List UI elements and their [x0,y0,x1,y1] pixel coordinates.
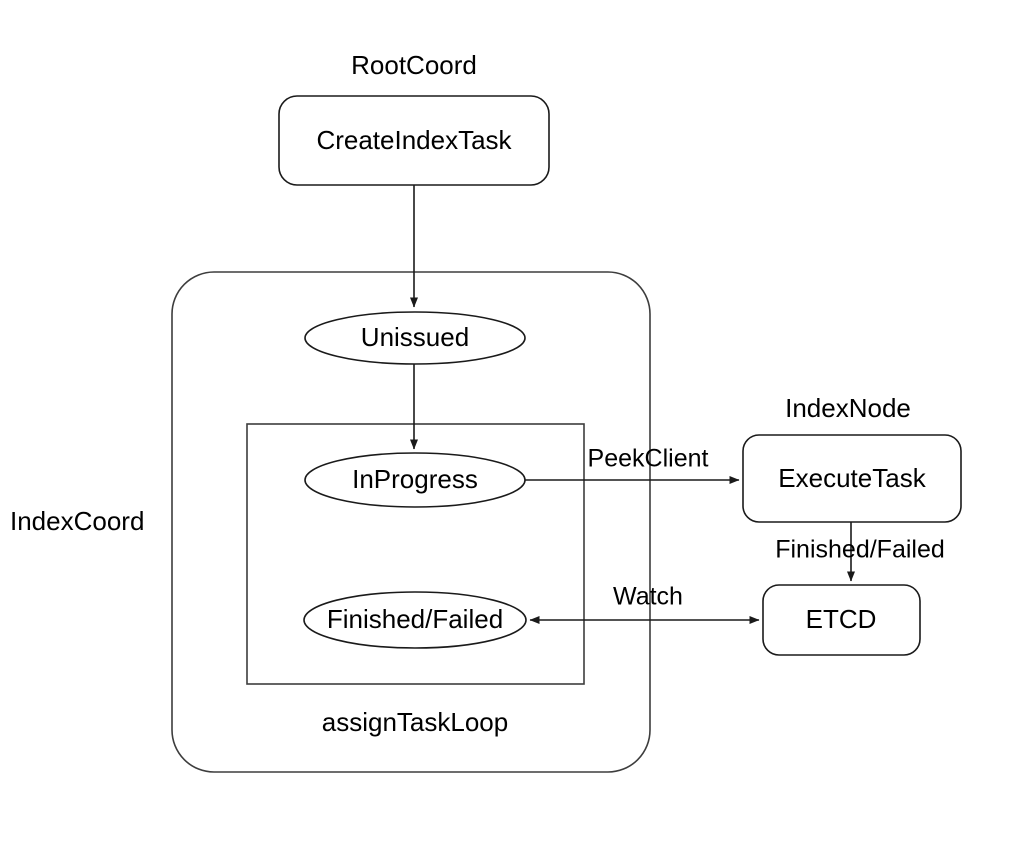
node-label-execute-task: ExecuteTask [778,463,926,493]
group-label-rootcoord: RootCoord [351,50,477,80]
node-shape-execute-task [742,434,962,523]
node-label-finished-failed: Finished/Failed [327,604,503,634]
node-create-index-task[interactable]: CreateIndexTask [278,95,550,186]
node-execute-task[interactable]: ExecuteTask [742,434,962,523]
edge-label-watch: Watch [613,583,683,611]
edge-label-finished-failed: Finished/Failed [775,536,945,564]
node-inprogress[interactable]: InProgress [304,452,526,508]
group-container-assigntaskloop [246,423,585,685]
node-shape-inprogress [304,452,526,508]
group-label-indexnode: IndexNode [785,393,911,423]
node-shape-etcd [762,584,921,656]
node-shape-create-index-task [278,95,550,186]
node-label-etcd: ETCD [806,604,877,634]
node-etcd[interactable]: ETCD [762,584,921,656]
node-label-create-index-task: CreateIndexTask [316,125,512,155]
group-container-indexcoord [171,271,651,773]
node-shape-finished-failed [303,591,527,649]
node-shape-unissued [304,311,526,365]
node-label-unissued: Unissued [361,322,469,352]
node-label-inprogress: InProgress [352,464,478,494]
node-finished-failed[interactable]: Finished/Failed [303,591,527,649]
group-label-assigntaskloop: assignTaskLoop [322,707,508,737]
node-unissued[interactable]: Unissued [304,311,526,365]
edge-label-peekclient: PeekClient [588,445,709,473]
group-label-indexcoord: IndexCoord [10,506,144,536]
